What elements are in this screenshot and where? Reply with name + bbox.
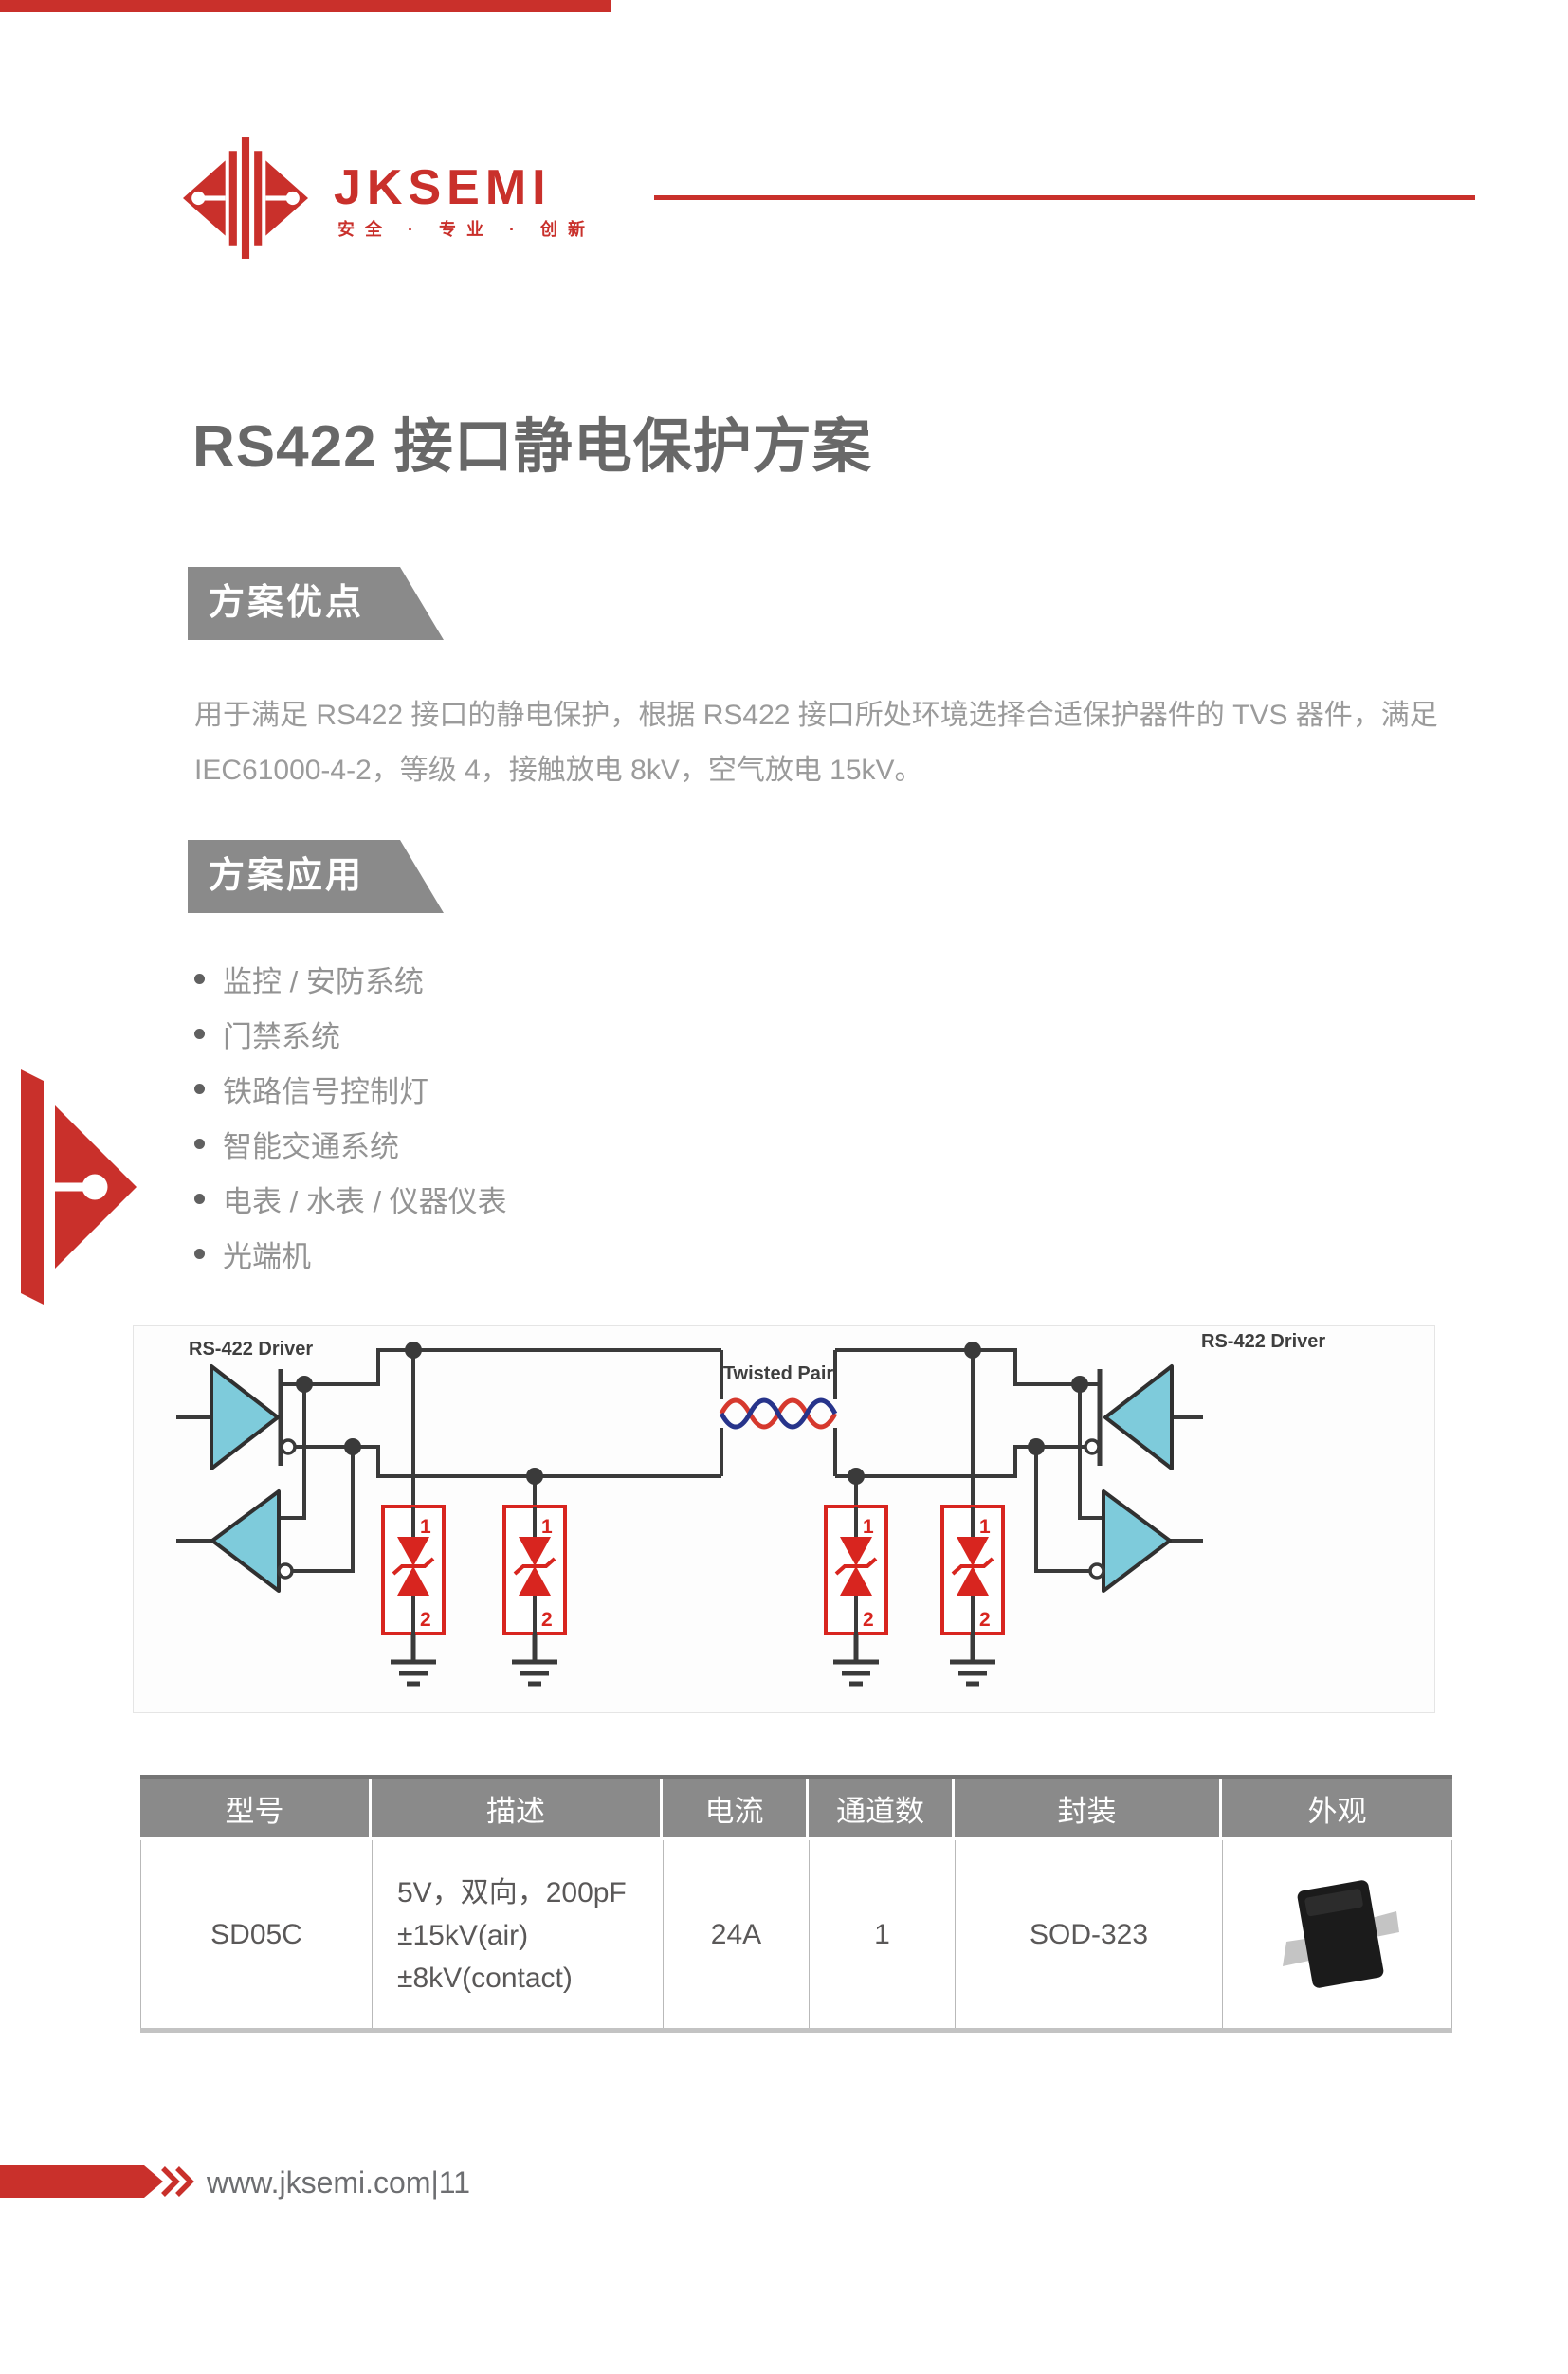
receiver-buffer-left-bottom xyxy=(210,1489,281,1593)
cell-current: 24A xyxy=(663,1840,809,2030)
cell-appearance xyxy=(1222,1840,1452,2030)
column-header-model: 型号 xyxy=(140,1779,372,1837)
inverter-bubble xyxy=(277,1562,294,1580)
footer-url-page-number: www.jksemi.com|11 xyxy=(207,2165,470,2200)
advantages-line-1: 用于满足 RS422 接口的静电保护，根据 RS422 接口所处环境选择合适保护… xyxy=(194,700,1438,731)
top-accent-bar xyxy=(0,0,611,12)
tvs-diode xyxy=(940,1505,1005,1635)
page-edge-decoration-icon xyxy=(21,1069,137,1305)
driver-label-left: RS-422 Driver xyxy=(189,1339,313,1360)
inverter-bubble xyxy=(1084,1438,1101,1455)
column-header-channels: 通道数 xyxy=(809,1779,955,1837)
receiver-buffer-right-bottom xyxy=(1102,1489,1172,1593)
tvs-diode xyxy=(824,1505,888,1635)
table-row: SD05C 5V，双向，200pF ±15kV(air) ±8kV(contac… xyxy=(140,1840,1452,2031)
brand-tagline: 安全 · 专业 · 创新 xyxy=(337,220,595,239)
table-bottom-shadow xyxy=(140,2028,1452,2033)
brand-name: JKSEMI xyxy=(334,160,552,215)
jksemi-logo-icon xyxy=(183,137,308,259)
section-banner-applications: 方案应用 xyxy=(188,840,444,913)
product-table: 型号 描述 电流 通道数 封装 外观 SD05C 5V，双向，200pF ±15… xyxy=(140,1775,1452,2031)
bullet-icon xyxy=(194,973,205,984)
twisted-pair-wires xyxy=(719,1397,838,1430)
tvs-diode xyxy=(502,1505,567,1635)
twisted-pair-label: Twisted Pair xyxy=(723,1363,834,1384)
list-item: 电表 / 水表 / 仪器仪表 xyxy=(194,1171,507,1226)
cell-description: 5V，双向，200pF ±15kV(air) ±8kV(contact) xyxy=(372,1840,663,2030)
column-header-current: 电流 xyxy=(663,1779,809,1837)
list-item: 智能交通系统 xyxy=(194,1116,507,1171)
tvs-diode xyxy=(381,1505,446,1635)
wires xyxy=(176,1348,1203,1573)
ground-symbol xyxy=(950,1634,995,1684)
list-item: 监控 / 安防系统 xyxy=(194,951,507,1006)
section-banner-advantages: 方案优点 xyxy=(188,567,444,640)
list-item: 门禁系统 xyxy=(194,1006,507,1061)
inverter-bubble xyxy=(280,1438,297,1455)
section-heading: 方案优点 xyxy=(209,583,365,623)
bullet-icon xyxy=(194,1248,205,1259)
cell-package: SOD-323 xyxy=(955,1840,1222,2030)
inverter-bubble xyxy=(1088,1562,1105,1580)
cell-channels: 1 xyxy=(809,1840,955,2030)
table-header-row: 型号 描述 电流 通道数 封装 外观 xyxy=(140,1775,1452,1837)
column-header-package: 封装 xyxy=(955,1779,1222,1837)
ground-symbol xyxy=(512,1634,557,1684)
applications-list: 监控 / 安防系统 门禁系统 铁路信号控制灯 智能交通系统 电表 / 水表 / … xyxy=(194,951,507,1281)
package-photo xyxy=(1282,1880,1399,1988)
bullet-icon xyxy=(194,1083,205,1094)
circuit-diagram: 1 2 xyxy=(133,1325,1435,1713)
list-item: 光端机 xyxy=(194,1226,507,1281)
driver-buffer-left-top xyxy=(210,1364,280,1470)
section-heading: 方案应用 xyxy=(209,856,365,896)
advantages-paragraph: 用于满足 RS422 接口的静电保护，根据 RS422 接口所处环境选择合适保护… xyxy=(194,688,1476,798)
bullet-icon xyxy=(194,1138,205,1149)
bullet-icon xyxy=(194,1028,205,1039)
driver-buffer-right-top xyxy=(1103,1364,1174,1470)
driver-label-right: RS-422 Driver xyxy=(1201,1331,1325,1352)
bullet-icon xyxy=(194,1193,205,1204)
ground-symbol xyxy=(833,1634,879,1684)
junction-dots xyxy=(296,1342,1088,1485)
column-header-appearance: 外观 xyxy=(1307,1794,1367,1828)
page-title: RS422 接口静电保护方案 xyxy=(192,414,872,480)
column-header-description: 描述 xyxy=(372,1779,663,1837)
cell-model: SD05C xyxy=(140,1840,372,2030)
ground-symbol xyxy=(391,1634,436,1684)
header-rule xyxy=(654,195,1475,200)
footer-accent-chevrons-icon xyxy=(0,2165,194,2198)
list-item: 铁路信号控制灯 xyxy=(194,1061,507,1116)
advantages-line-2: IEC61000-4-2，等级 4，接触放电 8kV，空气放电 15kV。 xyxy=(194,755,923,786)
